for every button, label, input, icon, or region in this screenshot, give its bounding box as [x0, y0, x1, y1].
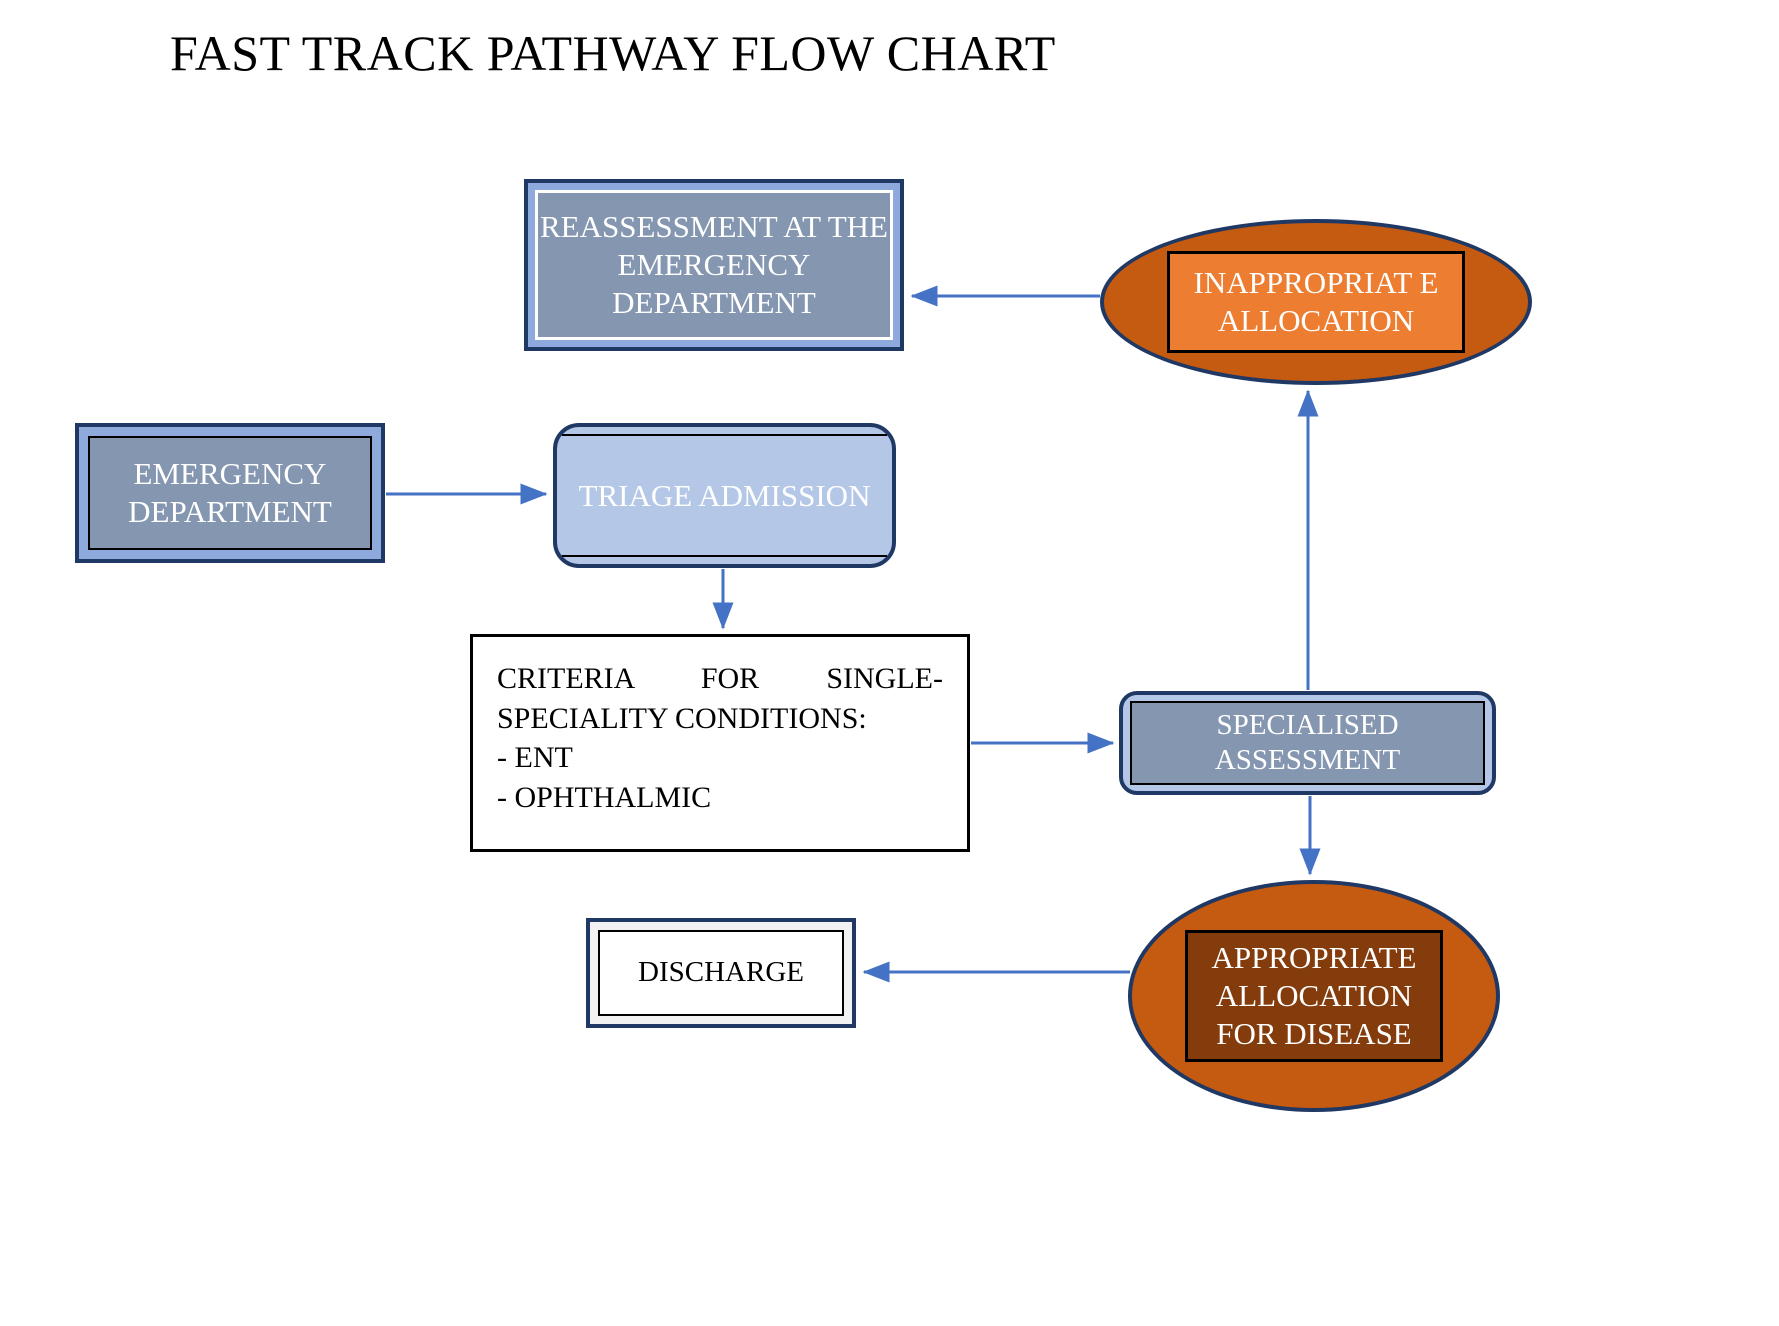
node-discharge-inner: DISCHARGE — [598, 930, 844, 1016]
node-specialised-assessment[interactable]: SPECIALISED ASSESSMENT — [1119, 691, 1496, 795]
node-triage-admission[interactable]: TRIAGE ADMISSION — [553, 423, 896, 568]
node-criteria-line-1: CRITERIA FOR SINGLE- — [497, 662, 943, 695]
node-criteria-line-3: - ENT — [497, 741, 573, 775]
node-emergency-department-inner: EMERGENCY DEPARTMENT — [88, 436, 372, 550]
node-criteria-line-4: - OPHTHALMIC — [497, 780, 712, 814]
node-discharge[interactable]: DISCHARGE — [586, 918, 856, 1028]
node-inappropriate-allocation[interactable]: INAPPROPRIAT E ALLOCATION — [1100, 219, 1532, 385]
node-triage-admission-label: TRIAGE ADMISSION — [578, 477, 871, 513]
node-appropriate-allocation-inner: APPROPRIATE ALLOCATION FOR DISEASE — [1185, 930, 1443, 1062]
node-reassessment-label: REASSESSMENT AT THE EMERGENCY DEPARTMENT — [540, 209, 888, 320]
node-specialised-assessment-label: SPECIALISED ASSESSMENT — [1214, 708, 1401, 776]
node-emergency-department-label: EMERGENCY DEPARTMENT — [128, 456, 332, 529]
node-criteria[interactable]: CRITERIA FOR SINGLE- SPECIALITY CONDITIO… — [470, 634, 970, 852]
node-triage-admission-inner: TRIAGE ADMISSION — [562, 434, 887, 557]
node-discharge-label: DISCHARGE — [638, 956, 804, 989]
node-reassessment[interactable]: REASSESSMENT AT THE EMERGENCY DEPARTMENT — [524, 179, 904, 351]
node-appropriate-allocation-label: APPROPRIATE ALLOCATION FOR DISEASE — [1211, 940, 1417, 1051]
node-inappropriate-allocation-inner: INAPPROPRIAT E ALLOCATION — [1167, 251, 1465, 353]
node-emergency-department[interactable]: EMERGENCY DEPARTMENT — [75, 423, 385, 563]
page-title: FAST TRACK PATHWAY FLOW CHART — [170, 25, 1056, 81]
node-reassessment-inner: REASSESSMENT AT THE EMERGENCY DEPARTMENT — [535, 190, 893, 340]
node-criteria-line-2: SPECIALITY CONDITIONS: — [497, 701, 867, 735]
node-specialised-assessment-inner: SPECIALISED ASSESSMENT — [1130, 701, 1485, 785]
node-inappropriate-allocation-label: INAPPROPRIAT E ALLOCATION — [1193, 265, 1439, 338]
node-appropriate-allocation[interactable]: APPROPRIATE ALLOCATION FOR DISEASE — [1128, 880, 1500, 1112]
node-criteria-body: CRITERIA FOR SINGLE- SPECIALITY CONDITIO… — [497, 659, 943, 817]
